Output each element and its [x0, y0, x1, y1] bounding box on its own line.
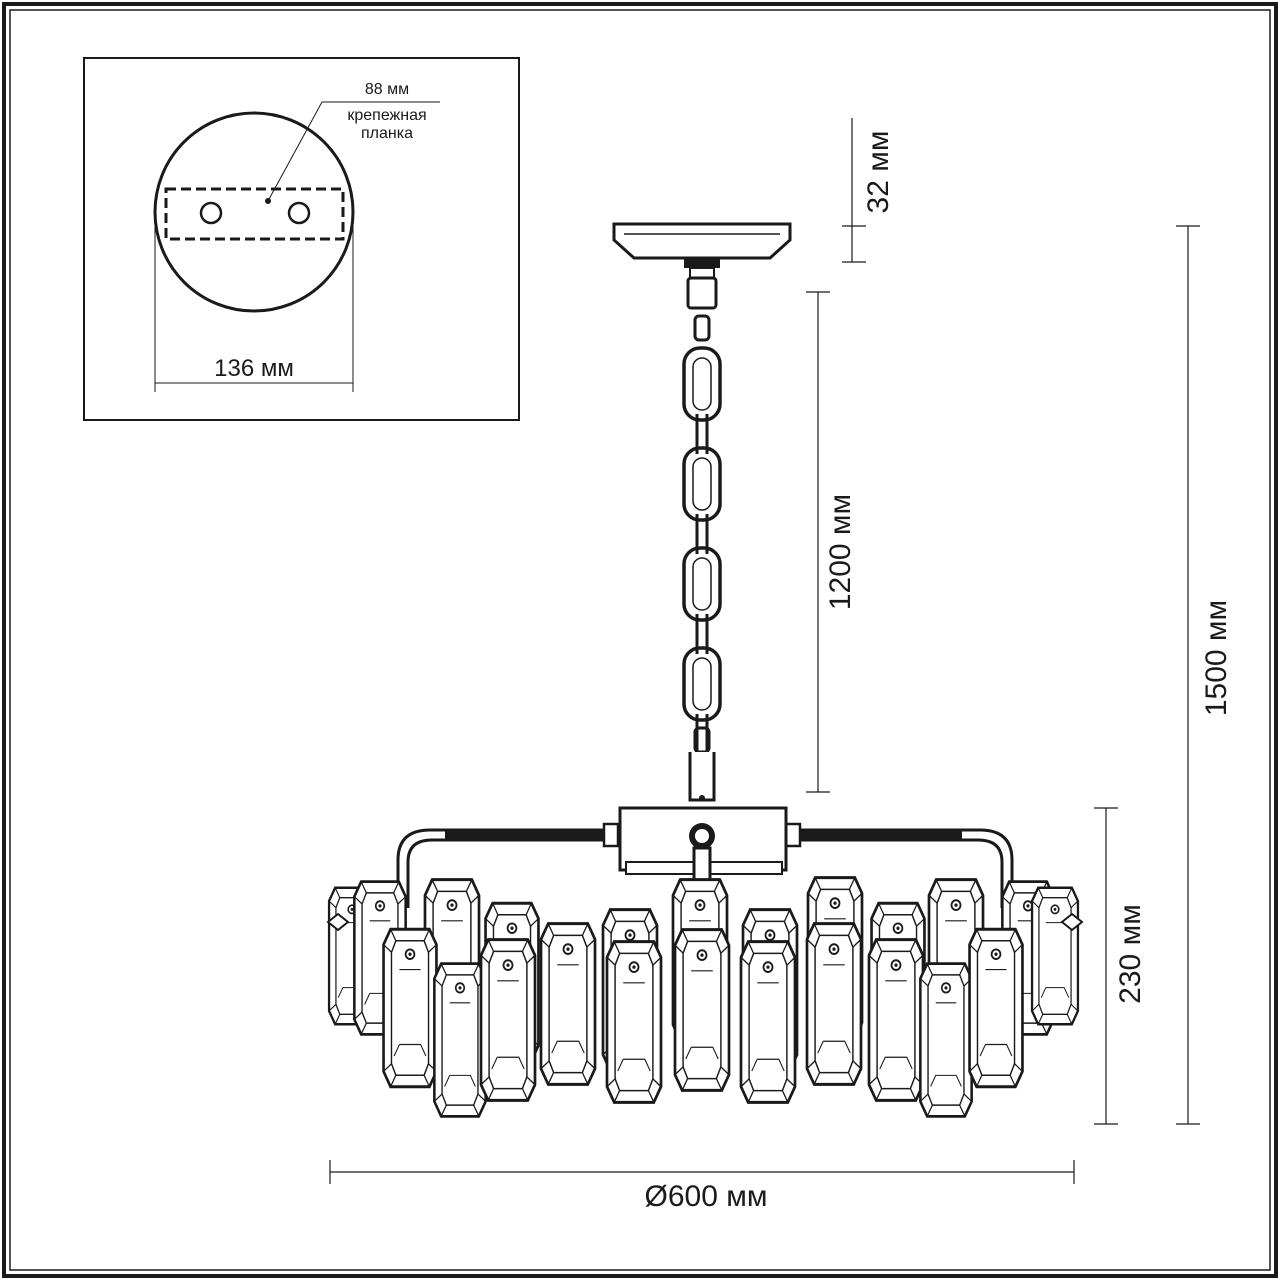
- crystal-prism: [605, 940, 663, 1104]
- crystal-prism: [1030, 886, 1080, 1026]
- chandelier-body: [396, 806, 1014, 908]
- mounting-bracket: [164, 187, 345, 241]
- total-height-label: 1500 мм: [1200, 600, 1233, 716]
- crystal-prism: [739, 940, 797, 1104]
- mounting-plate-inset: 88 мм крепежная планка 136 мм: [83, 57, 520, 421]
- screw-hole-left: [199, 201, 223, 225]
- diameter-label: Ø600 мм: [645, 1180, 768, 1213]
- canopy-height-label: 32 мм: [862, 131, 895, 214]
- crystal-prism: [382, 927, 438, 1089]
- canopy-disc: [153, 111, 355, 313]
- chain-link-side: [695, 414, 709, 454]
- hook-pin: [699, 795, 705, 801]
- bracket-name-line1: крепежная: [347, 107, 426, 124]
- chain-link-inner: [692, 357, 712, 411]
- crystal-prism: [432, 962, 488, 1118]
- crystal-prism: [673, 928, 731, 1092]
- bracket-leader-line: [267, 101, 440, 202]
- crystal-prism: [968, 927, 1024, 1089]
- chain-length-label: 1200 мм: [824, 494, 857, 610]
- chain-link: [693, 314, 711, 342]
- ceiling-canopy: [612, 222, 792, 310]
- screw-hole-right: [287, 201, 311, 225]
- bracket-width-label: 88 мм: [365, 81, 409, 98]
- chain-link-side: [695, 614, 709, 654]
- inset-diameter-dimension: [154, 214, 354, 392]
- crystal-prism: [867, 938, 925, 1102]
- crystal-prism: [805, 922, 863, 1086]
- crystal-ring: [327, 876, 1080, 1118]
- crystal-prism: [479, 938, 537, 1102]
- chain-link-inner: [692, 457, 712, 511]
- side-finials: [326, 912, 1084, 932]
- chain-link-inner: [692, 657, 712, 711]
- chain-link-side: [695, 714, 709, 754]
- chain-link-inner: [692, 557, 712, 611]
- suspension-chain: [682, 314, 722, 802]
- dimension-lines: [329, 118, 1200, 1184]
- chain-hook: [688, 752, 716, 802]
- bracket-name-line2: планка: [361, 125, 413, 142]
- crystal-prism: [918, 962, 974, 1118]
- body-height-label: 230 мм: [1114, 904, 1147, 1004]
- inner-frame: [9, 9, 1271, 1271]
- crystal-prism: [539, 922, 597, 1086]
- chain-link-side: [695, 514, 709, 554]
- inset-diameter-label: 136 мм: [214, 355, 294, 382]
